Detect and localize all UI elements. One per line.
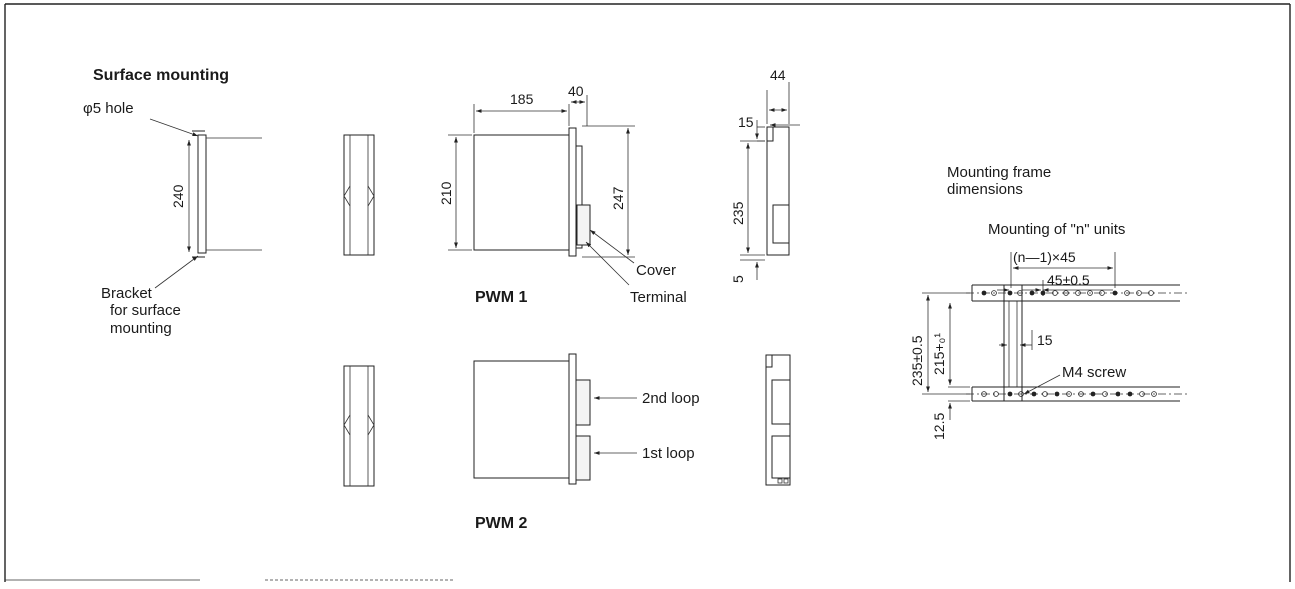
drawing-border [4, 3, 1291, 582]
m4-screw-label: M4 screw [1062, 364, 1126, 381]
side-rail-bottom [343, 365, 375, 487]
dim-15-side: 15 [738, 114, 754, 130]
dim-210: 210 [438, 181, 454, 205]
dim-235-tolerance: 235±0.5 [909, 335, 925, 386]
dim-44: 44 [770, 67, 786, 83]
dim-215-tolerance: 215+₀¹ [931, 333, 947, 375]
bracket-label-line1: Bracket [101, 285, 153, 302]
loop1-label: 1st loop [642, 445, 695, 462]
bracket-label-line3: mounting [110, 320, 172, 337]
pwm1-side-view [740, 82, 800, 280]
pwm1-front-view [448, 95, 635, 286]
frame-holes-top [981, 290, 1154, 296]
dim-185: 185 [510, 91, 534, 107]
dim-247: 247 [610, 186, 626, 210]
frame-title-line1: Mounting frame [947, 164, 1051, 181]
dim-235: 235 [730, 201, 746, 225]
cover-label: Cover [636, 262, 676, 279]
n-units-label: Mounting of "n" units [988, 221, 1125, 238]
terminal-label: Terminal [630, 289, 687, 306]
pwm2-side-view [765, 354, 791, 486]
dim-15-frame: 15 [1037, 332, 1053, 348]
dim-pitch: 45±0.5 [1047, 272, 1090, 288]
dim-5: 5 [730, 275, 746, 283]
frame-holes-bottom [981, 391, 1157, 397]
bracket-drawing [187, 130, 262, 258]
hole-label: φ5 hole [83, 100, 134, 117]
pwm2-front-view [473, 353, 637, 485]
surface-mounting-section: Surface mounting φ5 hole 240 Bracket for… [83, 67, 262, 337]
frame-title-line2: dimensions [947, 181, 1023, 198]
dim-12-5: 12.5 [931, 413, 947, 440]
dim-40: 40 [568, 83, 584, 99]
bracket-label-line2: for surface [110, 302, 181, 319]
pwm1-label: PWM 1 [475, 289, 528, 306]
mounting-frame-drawing [922, 252, 1190, 420]
loop2-label: 2nd loop [642, 390, 700, 407]
surface-mounting-title: Surface mounting [93, 67, 229, 84]
side-rail-top [343, 134, 375, 256]
dim-n-pitch: (n—1)×45 [1013, 249, 1076, 265]
pwm2-label: PWM 2 [475, 515, 528, 532]
dim-240: 240 [170, 184, 186, 208]
